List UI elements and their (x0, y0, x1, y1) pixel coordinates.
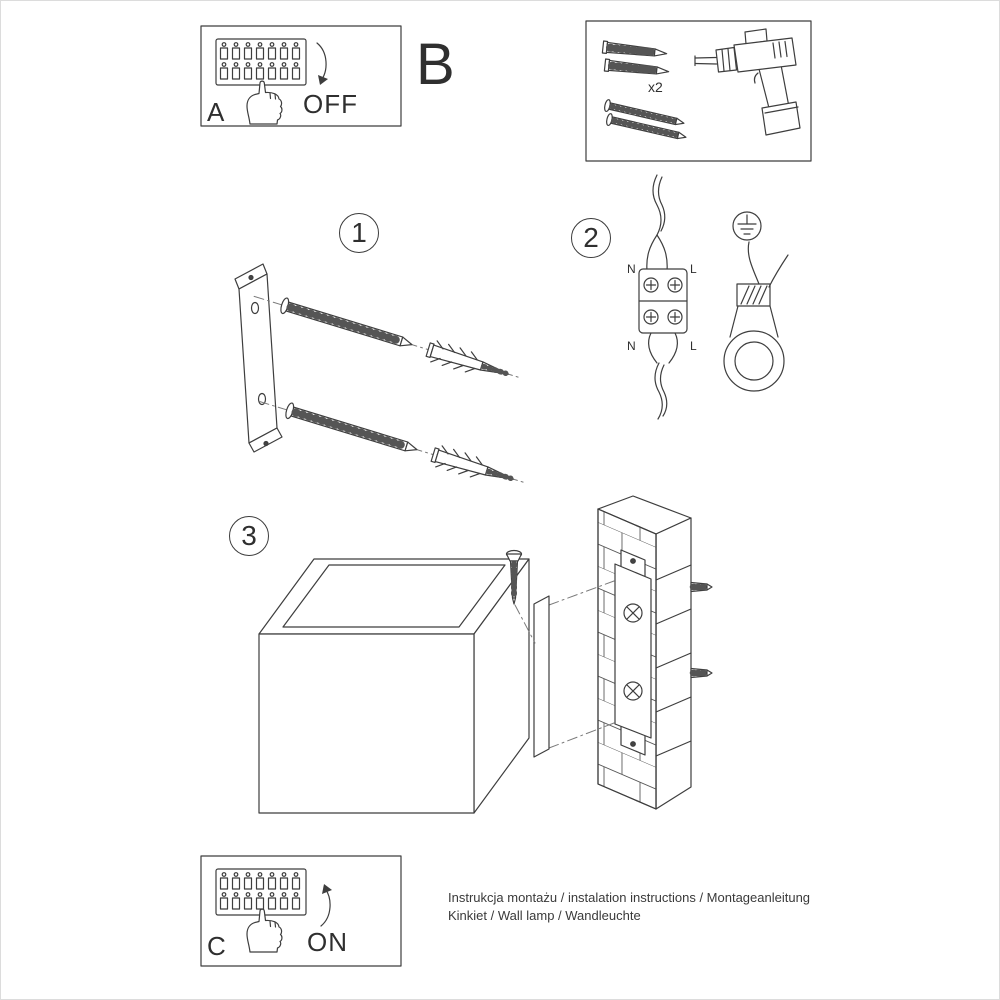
cord-grip-connector (723, 241, 789, 392)
box-a-label: A (207, 97, 225, 127)
wire-n-bottom-label: N (627, 339, 636, 353)
assembly-guide-line (548, 580, 615, 606)
wall-anchor-icon (604, 59, 669, 78)
anchor-count-label: x2 (648, 79, 663, 95)
step-3-badge: 3 (229, 516, 269, 556)
mounting-bracket (234, 263, 283, 453)
wall-peg-screw (691, 669, 712, 678)
box-c-frame (200, 855, 402, 967)
wall-bracket (614, 549, 652, 756)
wire-l-top-label: L (690, 262, 697, 276)
terminal-block (638, 268, 688, 334)
switch-on-label: ON (307, 927, 348, 957)
step-1-badge: 1 (339, 213, 379, 253)
wire-l-bottom-label: L (690, 339, 697, 353)
box-a-frame (200, 25, 402, 127)
kit-box-frame (585, 20, 812, 162)
lamp-back-plate (533, 595, 550, 758)
drill-icon (694, 28, 801, 136)
footer-line-1: Instrukcja montażu / instalation instruc… (448, 890, 811, 905)
breaker-panel-a-icon (215, 38, 307, 86)
screw-anchor-row (256, 391, 528, 493)
cube-lamp (258, 558, 530, 814)
flip-on-arrow-icon (320, 883, 333, 927)
screw-anchor-row (251, 286, 523, 388)
section-b-label: B (416, 32, 455, 97)
switch-off-label: OFF (303, 89, 358, 119)
hand-a-icon (246, 80, 283, 125)
step-2-badge: 2 (571, 218, 611, 258)
wiring-cable (646, 174, 679, 420)
footer-line-2: Kinkiet / Wall lamp / Wandleuchte (448, 908, 641, 923)
wire-n-top-label: N (627, 262, 636, 276)
fixing-screw (505, 549, 536, 644)
breaker-panel-c-icon (215, 868, 307, 916)
assembly-guide-line (548, 722, 615, 749)
earth-symbol-icon (732, 211, 762, 241)
flip-off-arrow-icon (316, 42, 329, 86)
wall-anchor-icon (602, 41, 667, 60)
box-c-label: C (207, 931, 226, 961)
wall-peg-screw (691, 583, 712, 592)
